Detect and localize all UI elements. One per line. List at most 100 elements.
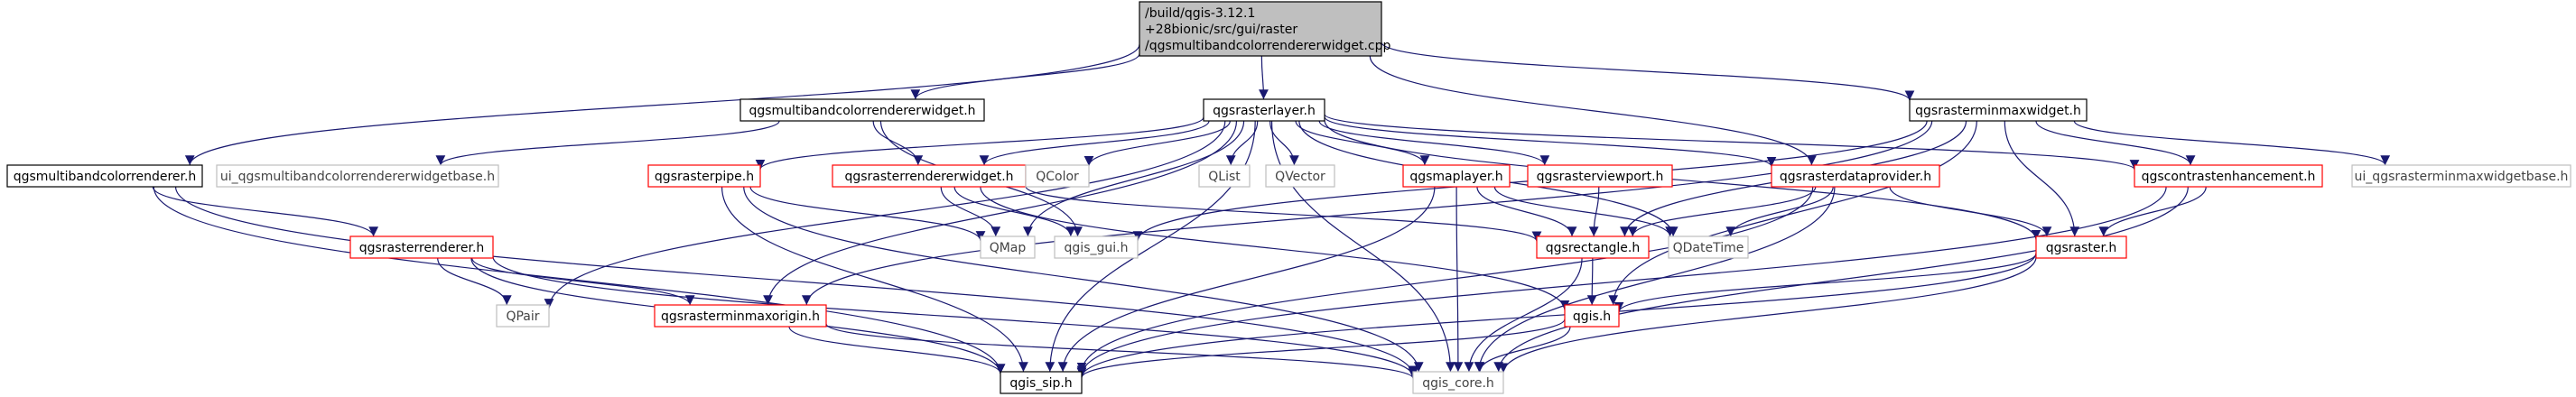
edge-mbcr_h-to-renderer_h [152, 186, 378, 237]
node-box-minmaxorigin_h [654, 304, 827, 328]
node-minmaxorigin_h[interactable]: qgsrasterminmaxorigin.h [654, 304, 827, 328]
edge-rasterlayer_h-to-viewport_h [1318, 120, 1550, 166]
node-label-root-0: /build/qgis-3.12.1 [1145, 6, 1255, 21]
node-box-ui_minmax [2351, 164, 2571, 188]
node-label-viewport_h-0: qgsrasterviewport.h [1537, 170, 1664, 184]
node-viewport_h[interactable]: qgsrasterviewport.h [1527, 164, 1673, 188]
edge-rasterlayer_h-to-qvector [1269, 120, 1299, 166]
node-box-rasterlayer_h [1203, 98, 1325, 122]
edge-dataprovider_h-to-rectangle_h [1627, 186, 1817, 237]
node-label-ui_minmax-0: ui_qgsrasterminmaxwidgetbase.h [2355, 170, 2569, 184]
edge-rasterlayer_h-to-qmap [1023, 120, 1245, 237]
edge-pipe_h-to-qmap [749, 186, 986, 242]
edge-minmaxwidget_h-to-qgis_h [1608, 120, 1977, 306]
node-rasterlayer_h[interactable]: qgsrasterlayer.h [1203, 98, 1325, 122]
edge-rasterlayer_h-to-qlist [1225, 120, 1259, 166]
node-pipe_h[interactable]: qgsrasterpipe.h [647, 164, 761, 188]
node-box-pipe_h [647, 164, 761, 188]
edge-rasterlayer_h-to-dataprovider_h [1324, 116, 1777, 167]
node-qmap[interactable]: QMap [980, 235, 1036, 259]
node-qlist[interactable]: QList [1198, 164, 1251, 188]
edge-qgis_h-to-sip_h [1076, 319, 1566, 378]
nodes-layer: /build/qgis-3.12.1 +28bionic/src/gui/rast… [6, 1, 2571, 394]
node-dataprovider_h[interactable]: qgsrasterdataprovider.h [1771, 164, 1940, 188]
edge-dataprovider_h-to-qdatetime [1725, 186, 1834, 237]
node-box-minmaxwidget_h [1909, 98, 2088, 122]
node-box-qgis_h [1564, 304, 1620, 328]
node-label-qpair-0: QPair [506, 309, 539, 324]
node-label-contrast_h-0: qgscontrastenhancement.h [2142, 170, 2316, 184]
node-box-sip_h [1000, 371, 1083, 394]
edge-mbcr_h-to-sip_h [153, 186, 1006, 374]
node-sip_h[interactable]: qgis_sip.h [1000, 371, 1083, 394]
edge-dataprovider_h-to-core_h [1474, 186, 1836, 373]
edge-qgis_h-to-core_h [1474, 326, 1571, 373]
node-box-contrast_h [2134, 164, 2323, 188]
node-core_h[interactable]: qgis_core.h [1412, 371, 1504, 394]
edge-rrw_h-to-rectangle_h [1025, 186, 1542, 242]
edge-minmaxwidget_h-to-ui_minmax [2073, 120, 2390, 166]
node-box-gui_h [1054, 235, 1139, 259]
node-box-qcolor [1025, 164, 1090, 188]
node-qdatetime[interactable]: QDateTime [1668, 235, 1749, 259]
edge-rrw_h-to-qgis_h [980, 186, 1570, 310]
node-box-qmap [980, 235, 1036, 259]
node-label-rectangle_h-0: qgsrectangle.h [1546, 241, 1640, 255]
node-label-qlist-0: QList [1208, 170, 1241, 184]
node-box-mbcrw_h [739, 98, 985, 122]
node-label-core_h-0: qgis_core.h [1422, 376, 1494, 391]
node-label-qmap-0: QMap [990, 241, 1027, 255]
node-contrast_h[interactable]: qgscontrastenhancement.h [2134, 164, 2323, 188]
edge-mbcr_h-to-core_h [174, 186, 1418, 376]
edges-layer [152, 42, 2390, 379]
edge-rasterlayer_h-to-qcolor [1083, 120, 1231, 167]
node-qvector[interactable]: QVector [1265, 164, 1335, 188]
node-label-ui_mbcrw-0: ui_qgsmultibandcolorrendererwidgetbase.h [220, 170, 495, 184]
node-label-qcolor-0: QColor [1036, 170, 1079, 184]
edge-rasterlayer_h-to-pipe_h [755, 116, 1204, 170]
node-qpair[interactable]: QPair [496, 304, 550, 328]
node-qgis_h[interactable]: qgis.h [1564, 304, 1620, 328]
node-root: /build/qgis-3.12.1 +28bionic/src/gui/rast… [1139, 1, 1391, 57]
edge-contrast_h-to-sip_h [1076, 186, 2167, 376]
node-box-root [1139, 1, 1382, 57]
edge-mbcrw_h-to-rrw_h [872, 120, 924, 166]
edge-raster_h-to-qgis_h [1613, 253, 2037, 313]
edge-rasterlayer_h-to-minmaxorigin_h [763, 120, 1238, 306]
node-label-pipe_h-0: qgsrasterpipe.h [655, 170, 754, 184]
node-gui_h[interactable]: qgis_gui.h [1054, 235, 1139, 259]
node-label-qvector-0: QVector [1275, 170, 1325, 184]
node-label-maplayer_h-0: qgsmaplayer.h [1409, 170, 1502, 184]
node-box-core_h [1412, 371, 1504, 394]
edge-rectangle_h-to-core_h [1464, 257, 1583, 373]
edge-root-to-rasterlayer_h [1259, 55, 1269, 100]
edge-renderer_h-to-core_h [492, 256, 1418, 377]
node-mbcr_h[interactable]: qgsmultibandcolorrenderer.h [6, 164, 203, 188]
node-minmaxwidget_h[interactable]: qgsrasterminmaxwidget.h [1909, 98, 2088, 122]
node-box-qlist [1198, 164, 1251, 188]
node-box-maplayer_h [1402, 164, 1511, 188]
node-rrw_h[interactable]: qgsrasterrendererwidget.h [832, 164, 1027, 188]
node-raster_h[interactable]: qgsraster.h [2035, 235, 2127, 259]
edge-renderer_h-to-qpair [437, 257, 512, 306]
edge-minmaxwidget_h-to-minmaxorigin_h [802, 120, 1933, 306]
node-renderer_h[interactable]: qgsrasterrenderer.h [349, 235, 494, 259]
node-label-gui_h-0: qgis_gui.h [1065, 241, 1129, 255]
node-label-root-1: +28bionic/src/gui/raster [1145, 23, 1297, 37]
node-ui_mbcrw[interactable]: ui_qgsmultibandcolorrendererwidgetbase.h [216, 164, 499, 188]
node-mbcrw_h[interactable]: qgsmultibandcolorrendererwidget.h [739, 98, 985, 122]
node-label-renderer_h-0: qgsrasterrenderer.h [359, 241, 485, 255]
edge-maplayer_h-to-qdatetime [1493, 186, 1675, 237]
node-maplayer_h[interactable]: qgsmaplayer.h [1402, 164, 1511, 188]
node-label-qdatetime-0: QDateTime [1673, 241, 1744, 255]
node-box-viewport_h [1527, 164, 1673, 188]
edge-maplayer_h-to-rectangle_h [1476, 186, 1577, 237]
node-qcolor[interactable]: QColor [1025, 164, 1090, 188]
node-rectangle_h[interactable]: qgsrectangle.h [1536, 235, 1650, 259]
edge-rasterlayer_h-to-qpair [544, 120, 1226, 309]
edge-rasterlayer_h-to-rrw_h [979, 120, 1210, 166]
node-ui_minmax[interactable]: ui_qgsrasterminmaxwidgetbase.h [2351, 164, 2571, 188]
node-label-root-2: /qgsmultibandcolorrendererwidget.cpp [1145, 39, 1391, 53]
edge-maplayer_h-to-sip_h [1057, 186, 1436, 373]
edge-root-to-mbcr_h [185, 44, 1140, 166]
